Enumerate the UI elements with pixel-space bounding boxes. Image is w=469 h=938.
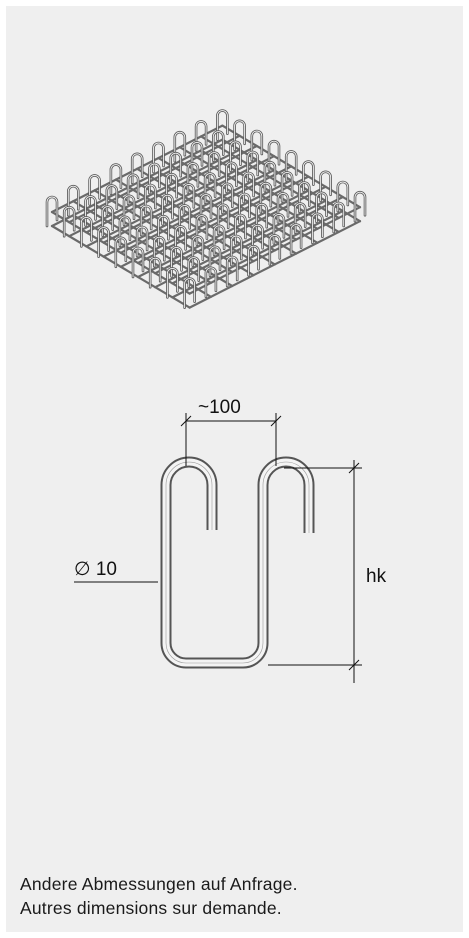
rebar-cage-3d-view [45, 109, 367, 309]
height-label: hk [366, 566, 387, 587]
height-dimension [268, 460, 362, 683]
spacing-dimension [180, 413, 282, 466]
note-line-french: Autres dimensions sur demande. [20, 898, 282, 918]
figure-panel [6, 6, 463, 932]
hairpin-bar-detail [160, 456, 315, 669]
note-line-german: Andere Abmessungen auf Anfrage. [20, 874, 298, 894]
spacing-label: ~100 [198, 397, 241, 418]
hairpin-bar-outline [160, 456, 315, 669]
availability-note: Andere Abmessungen auf Anfrage. Autres d… [20, 872, 298, 920]
diameter-label: ∅ 10 [74, 559, 117, 580]
